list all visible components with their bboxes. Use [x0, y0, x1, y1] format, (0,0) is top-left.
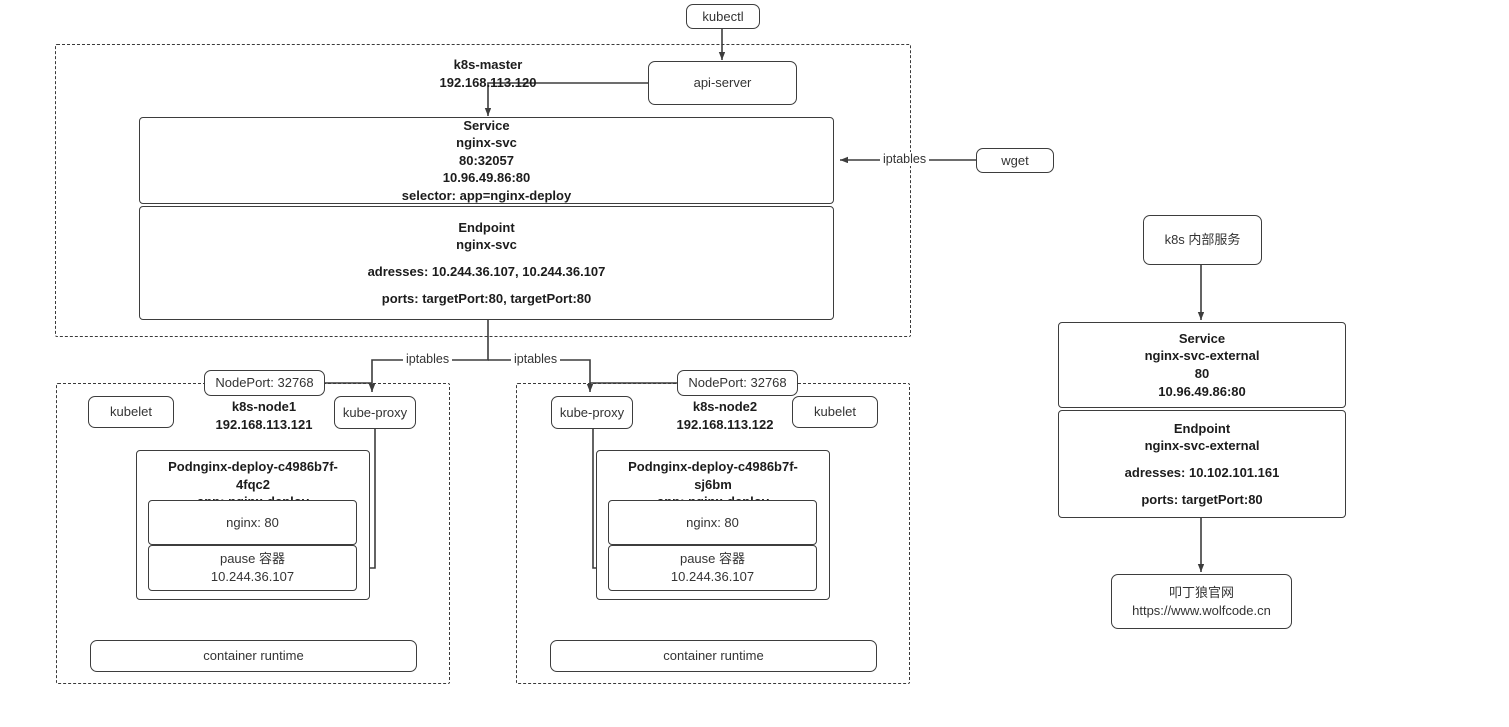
service-selector: selector: app=nginx-deploy	[401, 187, 572, 203]
node2-kube-proxy-box[interactable]: kube-proxy	[551, 396, 633, 429]
node1-container-pause[interactable]: pause 容器 10.244.36.107	[148, 545, 357, 591]
ext-service-cluster-ip: 10.96.49.86:80	[1158, 383, 1246, 399]
node1-container-runtime-box[interactable]: container runtime	[90, 640, 417, 672]
site-url: https://www.wolfcode.cn	[1132, 602, 1271, 618]
node2-nodeport-box[interactable]: NodePort: 32768	[677, 370, 798, 396]
node2-nodeport-label: NodePort: 32768	[688, 375, 787, 391]
site-name: 叩丁狼官网	[1168, 584, 1234, 600]
ext-endpoint-addresses: adresses: 10.102.101.161	[1124, 465, 1280, 480]
node2-name-label: k8s-node2 192.168.113.122	[651, 398, 799, 433]
iptables-label-node1: iptables	[403, 352, 453, 366]
node1-container-runtime-label: container runtime	[203, 648, 304, 664]
service-name: nginx-svc	[456, 135, 517, 151]
node2-name-line2: 192.168.113.122	[676, 416, 774, 432]
node1-container-pause-line1: pause 容器	[219, 551, 286, 567]
node1-name-line2: 192.168.113.121	[215, 416, 313, 432]
node1-container-pause-line2: 10.244.36.107	[210, 569, 295, 584]
master-label-line2: 192.168.113.120	[439, 74, 537, 90]
node2-container-pause-line2: 10.244.36.107	[670, 569, 755, 584]
iptables-label-wget: iptables	[880, 152, 930, 166]
node1-container-nginx[interactable]: nginx: 80	[148, 500, 357, 545]
node2-container-pause[interactable]: pause 容器 10.244.36.107	[608, 545, 817, 591]
endpoint-ports: ports: targetPort:80, targetPort:80	[381, 290, 592, 306]
ext-service-port: 80	[1194, 366, 1210, 381]
k8s-internal-service-label: k8s 内部服务	[1164, 232, 1241, 248]
ext-endpoint-name: nginx-svc-external	[1144, 438, 1260, 454]
node1-nodeport-label: NodePort: 32768	[215, 375, 314, 391]
ext-endpoint-ports: ports: targetPort:80	[1141, 491, 1263, 507]
api-server-box[interactable]: api-server	[648, 61, 797, 105]
node2-container-nginx[interactable]: nginx: 80	[608, 500, 817, 545]
endpoint-name: nginx-svc	[456, 237, 517, 253]
node1-container-nginx-label: nginx: 80	[226, 514, 279, 530]
k8s-internal-service-box[interactable]: k8s 内部服务	[1143, 215, 1262, 265]
wget-label: wget	[1001, 152, 1029, 168]
node2-container-runtime-box[interactable]: container runtime	[550, 640, 877, 672]
endpoint-nginx-svc-box[interactable]: Endpoint nginx-svc adresses: 10.244.36.1…	[139, 206, 834, 320]
endpoint-title: Endpoint	[458, 219, 515, 235]
endpoint-nginx-svc-external-box[interactable]: Endpoint nginx-svc-external adresses: 10…	[1058, 410, 1346, 518]
node2-container-pause-line1: pause 容器	[679, 551, 746, 567]
wget-box[interactable]: wget	[976, 148, 1054, 173]
service-nginx-svc-box[interactable]: Service nginx-svc 80:32057 10.96.49.86:8…	[139, 117, 834, 204]
ext-endpoint-title: Endpoint	[1173, 420, 1231, 436]
node2-kubelet-label: kubelet	[814, 404, 856, 420]
node1-name-label: k8s-node1 192.168.113.121	[190, 398, 338, 433]
master-region-label: k8s-master 192.168.113.120	[413, 56, 563, 91]
service-cluster-ip: 10.96.49.86:80	[442, 170, 531, 186]
node1-kube-proxy-label: kube-proxy	[342, 404, 408, 420]
wolfcode-site-box[interactable]: 叩丁狼官网 https://www.wolfcode.cn	[1111, 574, 1292, 629]
node1-kubelet-label: kubelet	[110, 404, 152, 420]
iptables-label-node2: iptables	[511, 352, 561, 366]
node1-pod-title-line2: 4fqc2	[236, 476, 270, 492]
region-k8s-master	[55, 44, 911, 337]
node2-container-runtime-label: container runtime	[663, 648, 764, 664]
api-server-label: api-server	[693, 75, 752, 91]
node2-kube-proxy-label: kube-proxy	[559, 404, 625, 420]
ext-service-name: nginx-svc-external	[1144, 348, 1260, 364]
node2-name-line1: k8s-node2	[692, 399, 758, 414]
node2-pod-title-line2: sj6bm	[694, 476, 732, 492]
service-nginx-svc-external-box[interactable]: Service nginx-svc-external 80 10.96.49.8…	[1058, 322, 1346, 408]
node1-kubelet-box[interactable]: kubelet	[88, 396, 174, 428]
kubectl-box[interactable]: kubectl	[686, 4, 760, 29]
node1-kube-proxy-box[interactable]: kube-proxy	[334, 396, 416, 429]
node1-pod-title-line1: Podnginx-deploy-c4986b7f-	[168, 459, 338, 474]
service-title: Service	[463, 117, 510, 133]
node2-pod-title-line1: Podnginx-deploy-c4986b7f-	[628, 459, 798, 474]
ext-service-title: Service	[1178, 330, 1226, 346]
service-ports: 80:32057	[459, 152, 514, 168]
node1-nodeport-box[interactable]: NodePort: 32768	[204, 370, 325, 396]
node2-kubelet-box[interactable]: kubelet	[792, 396, 878, 428]
master-label-line1: k8s-master	[453, 57, 523, 72]
node1-name-line1: k8s-node1	[231, 399, 297, 414]
kubectl-label: kubectl	[702, 8, 744, 24]
node2-container-nginx-label: nginx: 80	[686, 514, 739, 530]
endpoint-addresses: adresses: 10.244.36.107, 10.244.36.107	[367, 264, 606, 279]
